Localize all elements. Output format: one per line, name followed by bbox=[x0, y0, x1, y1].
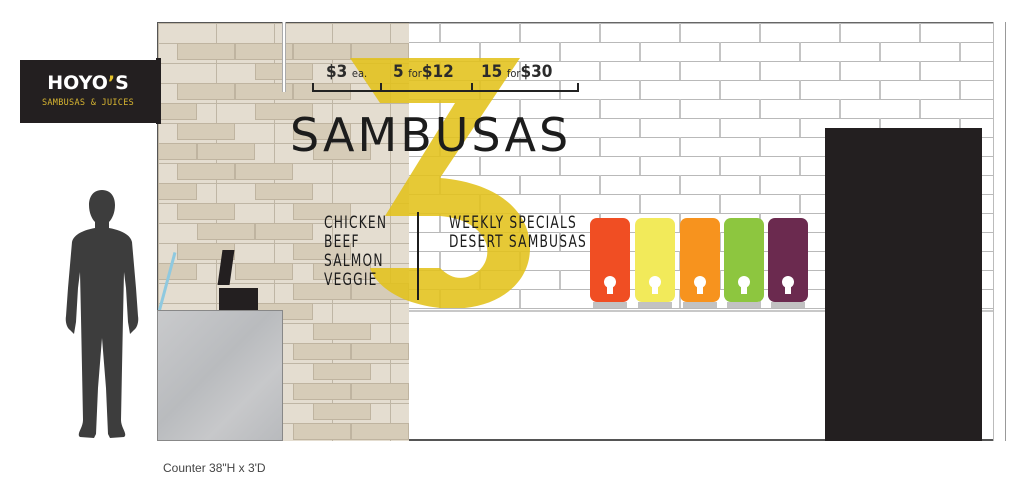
logo-subtitle: SAMBUSAS & JUICES bbox=[41, 98, 135, 108]
menu-item: SALMON bbox=[324, 251, 384, 271]
price-bracket-line bbox=[312, 83, 579, 92]
menu-divider bbox=[417, 212, 419, 300]
price-divider-tick bbox=[380, 83, 382, 92]
juice-dispenser-green bbox=[724, 218, 764, 308]
juice-dispenser-orange-red bbox=[590, 218, 630, 308]
menu-specials-list: WEEKLY SPECIALS DESERT SAMBUSAS bbox=[449, 214, 587, 252]
menu-item: WEEKLY SPECIALS bbox=[449, 213, 577, 233]
dispenser-base bbox=[638, 302, 672, 308]
price-divider-tick bbox=[471, 83, 473, 92]
juice-dispenser-yellow bbox=[635, 218, 675, 308]
doorway bbox=[825, 128, 982, 441]
menu-item: VEGGIE bbox=[324, 270, 378, 290]
juice-dispenser-plum bbox=[768, 218, 808, 308]
dispenser-base bbox=[683, 302, 717, 308]
price-single: $3 ea. bbox=[326, 62, 368, 82]
dispenser-base bbox=[771, 302, 805, 308]
dispenser-base bbox=[593, 302, 627, 308]
menu-item: DESERT SAMBUSAS bbox=[449, 232, 587, 252]
menu-item: CHICKEN bbox=[324, 213, 388, 233]
menu-title: SAMBUSAS bbox=[290, 108, 572, 162]
menu-flavors-list: CHICKEN BEEF SALMON VEGGIE bbox=[324, 214, 387, 290]
pendant-light-rod bbox=[282, 22, 286, 92]
register-base bbox=[219, 288, 258, 311]
logo-title: HOYO’S bbox=[47, 72, 129, 94]
dispenser-base bbox=[727, 302, 761, 308]
hoyos-logo-sign: HOYO’S SAMBUSAS & JUICES bbox=[20, 60, 156, 123]
concrete-counter bbox=[157, 310, 283, 441]
price-fifteen-pack: 15 for$30 bbox=[481, 62, 553, 82]
person-silhouette-icon bbox=[65, 190, 139, 438]
wall-right-edge-trim bbox=[993, 22, 1006, 441]
counter-dimensions-caption: Counter 38"H x 3'D bbox=[163, 461, 266, 475]
price-five-pack: 5 for$12 bbox=[393, 62, 454, 82]
juice-dispenser-orange bbox=[680, 218, 720, 308]
sign-mount-bracket bbox=[156, 58, 161, 124]
menu-item: BEEF bbox=[324, 232, 360, 252]
